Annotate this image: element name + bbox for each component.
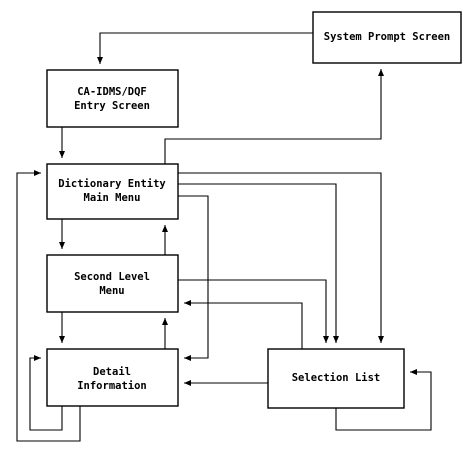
- box-entry-screen: CA-IDMS/DQF Entry Screen: [46, 69, 179, 128]
- arrow-selection-self-loop: [335, 369, 432, 431]
- box-selection-list: Selection List: [267, 348, 405, 409]
- second-level-label-1: Second Level: [74, 271, 150, 283]
- main-menu-label-2: Main Menu: [84, 192, 141, 204]
- arrow-detail-to-main-return: [16, 170, 81, 442]
- second-level-label-2: Menu: [99, 285, 124, 297]
- arrow-detail-self-loop: [29, 355, 63, 431]
- box-main-menu: Dictionary Entity Main Menu: [46, 163, 179, 220]
- arrow-main-to-selection: [178, 172, 384, 343]
- arrow-selection-to-second: [184, 300, 303, 349]
- detail-label-1: Detail: [93, 366, 131, 378]
- entry-screen-label-1: CA-IDMS/DQF: [77, 86, 147, 98]
- selection-list-label: Selection List: [292, 372, 381, 384]
- arrow-main-to-detail: [178, 195, 209, 361]
- box-second-level-menu: Second Level Menu: [46, 254, 179, 313]
- box-detail-information: Detail Information: [46, 348, 179, 407]
- arrow-system-to-entry: [97, 32, 313, 64]
- arrow-second-to-selection: [178, 279, 329, 343]
- arrow-main-to-selection-2: [178, 183, 339, 343]
- connectors: [16, 32, 432, 442]
- box-system-prompt-screen: System Prompt Screen: [312, 11, 462, 64]
- entry-screen-label-2: Entry Screen: [74, 100, 150, 112]
- main-menu-label-1: Dictionary Entity: [58, 178, 166, 190]
- system-prompt-label: System Prompt Screen: [324, 31, 450, 43]
- arrow-main-to-system: [164, 69, 384, 164]
- detail-label-2: Information: [77, 380, 147, 392]
